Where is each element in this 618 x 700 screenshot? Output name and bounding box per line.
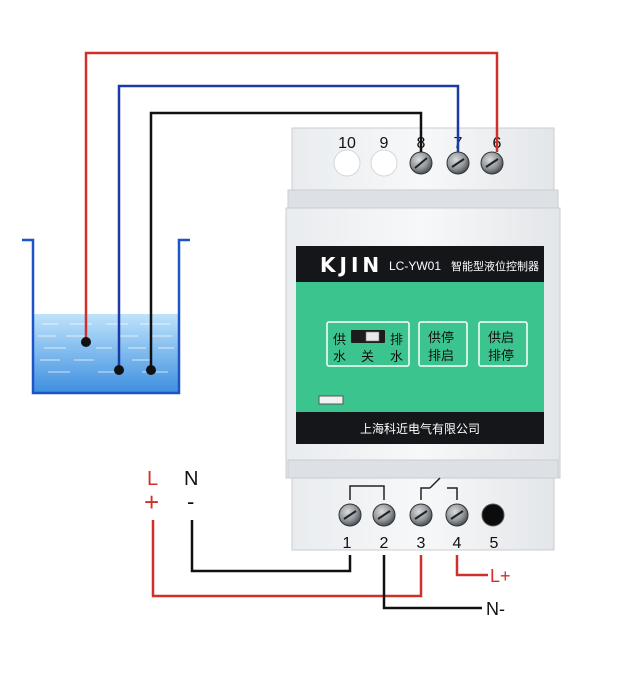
terminal-2-slot xyxy=(377,510,391,520)
red-probe-wire xyxy=(84,51,499,342)
switch-label-drain-bottom: 水 xyxy=(390,350,403,365)
label-minus: - xyxy=(187,489,194,514)
red-probe-tip xyxy=(81,337,91,347)
terminal-3-slot xyxy=(414,510,428,520)
label-N-minus: N- xyxy=(486,599,505,619)
control-panel xyxy=(296,282,544,412)
power-wires xyxy=(151,520,488,610)
mode-button-1-line1: 供停 xyxy=(428,330,454,346)
top-terminals xyxy=(333,149,504,177)
terminal-label-10: 10 xyxy=(338,135,356,152)
status-led xyxy=(318,395,344,405)
terminal-1-slot xyxy=(343,510,357,520)
mode-button-2-line1: 供启 xyxy=(488,331,514,346)
controller-device: KJIN LC-YW01 智能型液位控制器 供 水 关 排 水 供停 排启 供启… xyxy=(285,127,561,552)
label-L-plus: L+ xyxy=(490,566,511,586)
terminal-8-slot xyxy=(414,157,428,169)
water-body xyxy=(33,314,179,393)
tank-walls xyxy=(22,238,190,395)
terminal-5-socket[interactable] xyxy=(481,503,505,527)
manufacturer-band xyxy=(296,412,544,444)
manufacturer-name: 上海科近电气有限公司 xyxy=(360,421,480,436)
black-probe-tip xyxy=(146,365,156,375)
switch-label-supply-bottom: 水 xyxy=(333,350,346,365)
blue-probe-tip xyxy=(114,365,124,375)
label-plus: + xyxy=(144,487,159,517)
terminal-10-cover xyxy=(333,149,361,177)
product-name: 智能型液位控制器 xyxy=(451,259,539,273)
brand-logo: KJIN xyxy=(320,253,383,277)
header-band xyxy=(296,246,544,282)
blue-probe-wire xyxy=(117,84,460,370)
black-neutral-wire xyxy=(190,520,352,573)
mode-switch-box xyxy=(326,321,410,367)
label-L: L xyxy=(147,468,158,490)
terminal-label-3: 3 xyxy=(417,535,426,552)
relay-contact-3-4-right xyxy=(447,487,458,500)
switch-label-supply-top: 供 xyxy=(333,333,346,348)
wiring-labels: L + N - L+ N- xyxy=(144,468,511,619)
black-output-wire xyxy=(382,555,482,610)
relay-contact-switch xyxy=(429,477,441,489)
terminal-label-1: 1 xyxy=(343,535,352,552)
terminal-label-2: 2 xyxy=(380,535,389,552)
black-probe-wire xyxy=(149,111,423,370)
red-power-wire xyxy=(151,520,423,598)
relay-contact-1-2 xyxy=(349,485,385,500)
terminal-label-5: 5 xyxy=(490,535,499,552)
bottom-terminal-labels: 1 2 3 4 5 xyxy=(343,535,499,552)
model-number: LC-YW01 xyxy=(389,259,441,273)
terminal-label-9: 9 xyxy=(380,135,389,152)
mode-button-2[interactable] xyxy=(478,321,528,367)
terminal-6-slot xyxy=(485,158,499,168)
terminal-9-cover xyxy=(370,149,398,177)
terminal-7-slot xyxy=(451,158,465,168)
mode-button-1-line2: 排启 xyxy=(428,349,454,364)
bottom-terminals xyxy=(338,477,505,527)
water-tank xyxy=(22,238,190,395)
terminal-4-slot xyxy=(450,510,464,520)
mode-slide-switch[interactable] xyxy=(365,331,380,342)
mode-button-2-line2: 排停 xyxy=(488,348,514,364)
water-ripples xyxy=(38,323,174,373)
rail-region-top xyxy=(287,189,559,209)
relay-contact-3-4-left xyxy=(420,487,430,500)
mode-button-1[interactable] xyxy=(418,321,468,367)
switch-label-off: 关 xyxy=(361,350,374,365)
label-N: N xyxy=(184,468,198,490)
red-output-wire xyxy=(455,555,488,577)
switch-label-drain-top: 排 xyxy=(390,333,403,348)
rail-region-bottom xyxy=(287,459,559,479)
probe-wires xyxy=(81,51,499,375)
terminal-label-4: 4 xyxy=(453,535,462,552)
